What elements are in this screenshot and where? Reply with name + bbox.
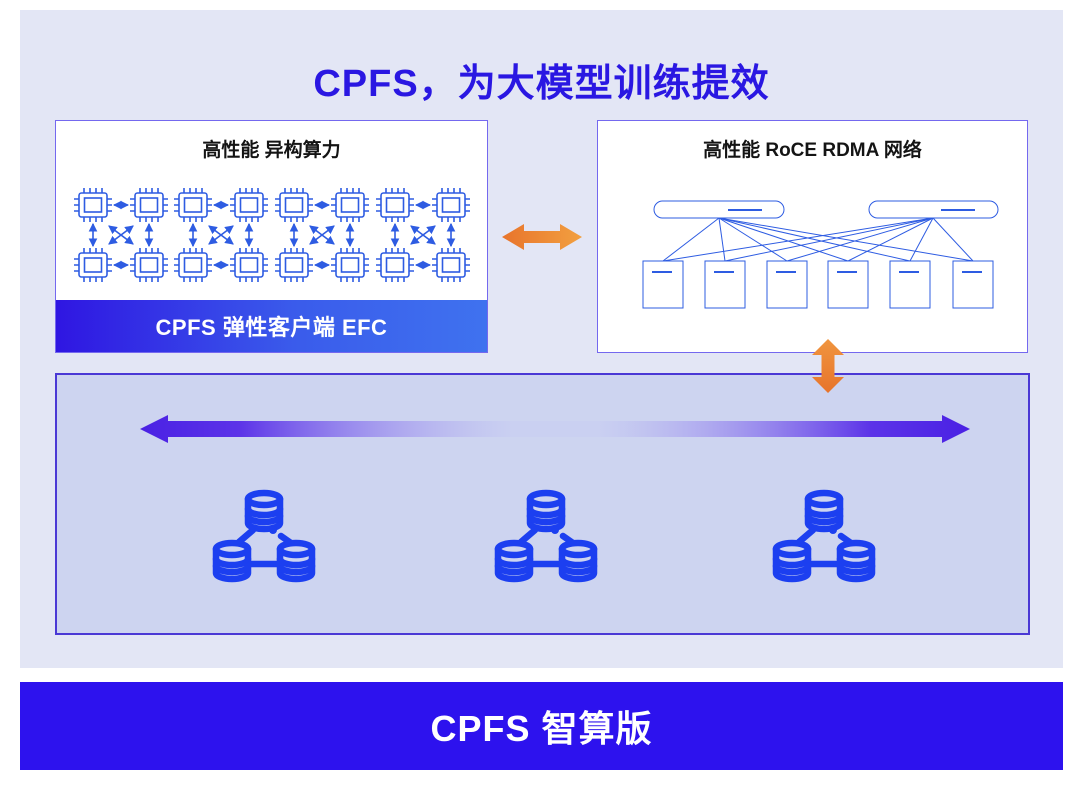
network-box-title: 高性能 RoCE RDMA 网络 [703, 140, 922, 161]
compute-box: 高性能 异构算力 [55, 120, 488, 353]
storage-bandwidth-arrow-icon [140, 415, 970, 443]
main-panel: CPFS，为大模型训练提效 高性能 异构算力 [20, 10, 1063, 668]
gpu-quad-group-4 [376, 188, 470, 282]
server-icon [889, 260, 931, 309]
network-storage-arrow-icon [812, 339, 844, 393]
server-icon [642, 260, 684, 309]
server-icon [827, 260, 869, 309]
server-icon [952, 260, 994, 309]
gpu-chip-grid-icon [56, 179, 486, 294]
storage-cluster-icon [766, 487, 882, 587]
page-title: CPFS，为大模型训练提效 [313, 63, 770, 105]
footer-label: CPFS 智算版 [430, 708, 653, 749]
storage-cluster-icon [206, 487, 322, 587]
gpu-quad-group-2 [174, 188, 268, 282]
switch-icon [653, 200, 785, 219]
compute-box-title: 高性能 异构算力 [202, 140, 341, 161]
switch-server-links [662, 217, 974, 262]
storage-panel [55, 373, 1030, 635]
gpu-quad-group-3 [275, 188, 369, 282]
footer-bar: CPFS 智算版 [20, 682, 1063, 770]
switch-icon [868, 200, 999, 219]
storage-cluster-icon [488, 487, 604, 587]
server-icon [704, 260, 746, 309]
gpu-quad-group-1 [74, 188, 168, 282]
network-box: 高性能 RoCE RDMA 网络 [597, 120, 1028, 353]
server-icon [766, 260, 808, 309]
efc-client-label: CPFS 弹性客户端 EFC [155, 315, 388, 340]
efc-client-bar: CPFS 弹性客户端 EFC [56, 300, 487, 352]
compute-network-arrow-icon [502, 224, 582, 250]
network-topology-icon [642, 200, 999, 309]
